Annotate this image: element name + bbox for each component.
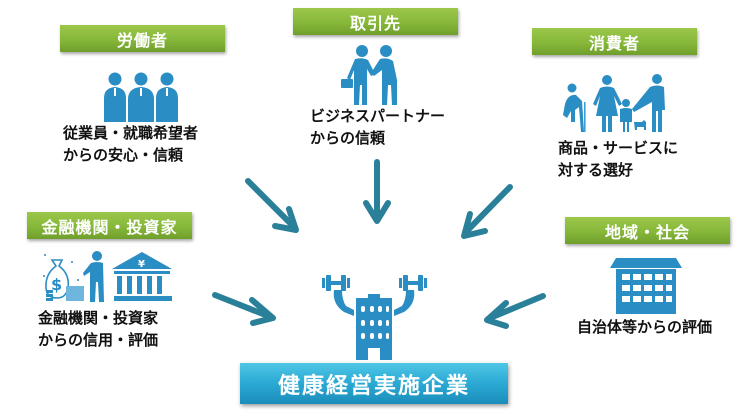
arrow-community — [484, 293, 546, 329]
label-finance: 金融機関・投資家 — [27, 212, 192, 239]
handshake-icon — [341, 45, 397, 105]
workers-group-icon — [104, 72, 178, 122]
desc-workers-line1: 従業員・就職希望者 — [63, 124, 199, 142]
label-workers: 労働者 — [60, 25, 225, 52]
desc-workers: 従業員・就職希望者 からの安心・信頼 — [63, 122, 198, 166]
desc-community: 自治体等からの評価 — [577, 316, 712, 338]
desc-partners-line1: ビジネスパートナー — [310, 107, 446, 125]
desc-finance: 金融機関・投資家 からの信用・評価 — [38, 307, 158, 351]
label-community: 地域・社会 — [565, 217, 730, 244]
desc-partners: ビジネスパートナー からの信頼 — [310, 105, 445, 149]
label-partners: 取引先 — [293, 8, 458, 35]
arrow-consumers — [461, 184, 513, 239]
municipal-building-icon — [610, 258, 682, 314]
desc-consumers-line2: 対する選好 — [558, 161, 634, 179]
svg-text:$: $ — [51, 275, 62, 294]
center-company-box: 健康経営実施企業 — [240, 363, 508, 404]
desc-partners-line2: からの信頼 — [310, 129, 386, 147]
family-icon — [563, 74, 665, 132]
desc-workers-line2: からの安心・信頼 — [63, 146, 184, 164]
desc-finance-line2: からの信用・評価 — [38, 331, 159, 349]
desc-community-line1: 自治体等からの評価 — [577, 318, 713, 336]
svg-text:¥: ¥ — [138, 259, 145, 270]
building-lifting-dumbbells-icon — [322, 275, 427, 360]
desc-consumers: 商品・サービスに 対する選好 — [558, 137, 678, 181]
arrow-partners — [363, 159, 391, 224]
bank-investor-icon: $ ¥ — [43, 251, 172, 302]
desc-finance-line1: 金融機関・投資家 — [38, 309, 159, 327]
desc-consumers-line1: 商品・サービスに — [558, 139, 679, 157]
arrow-workers — [245, 178, 299, 233]
label-consumers: 消費者 — [532, 28, 697, 55]
arrow-finance — [212, 292, 276, 326]
